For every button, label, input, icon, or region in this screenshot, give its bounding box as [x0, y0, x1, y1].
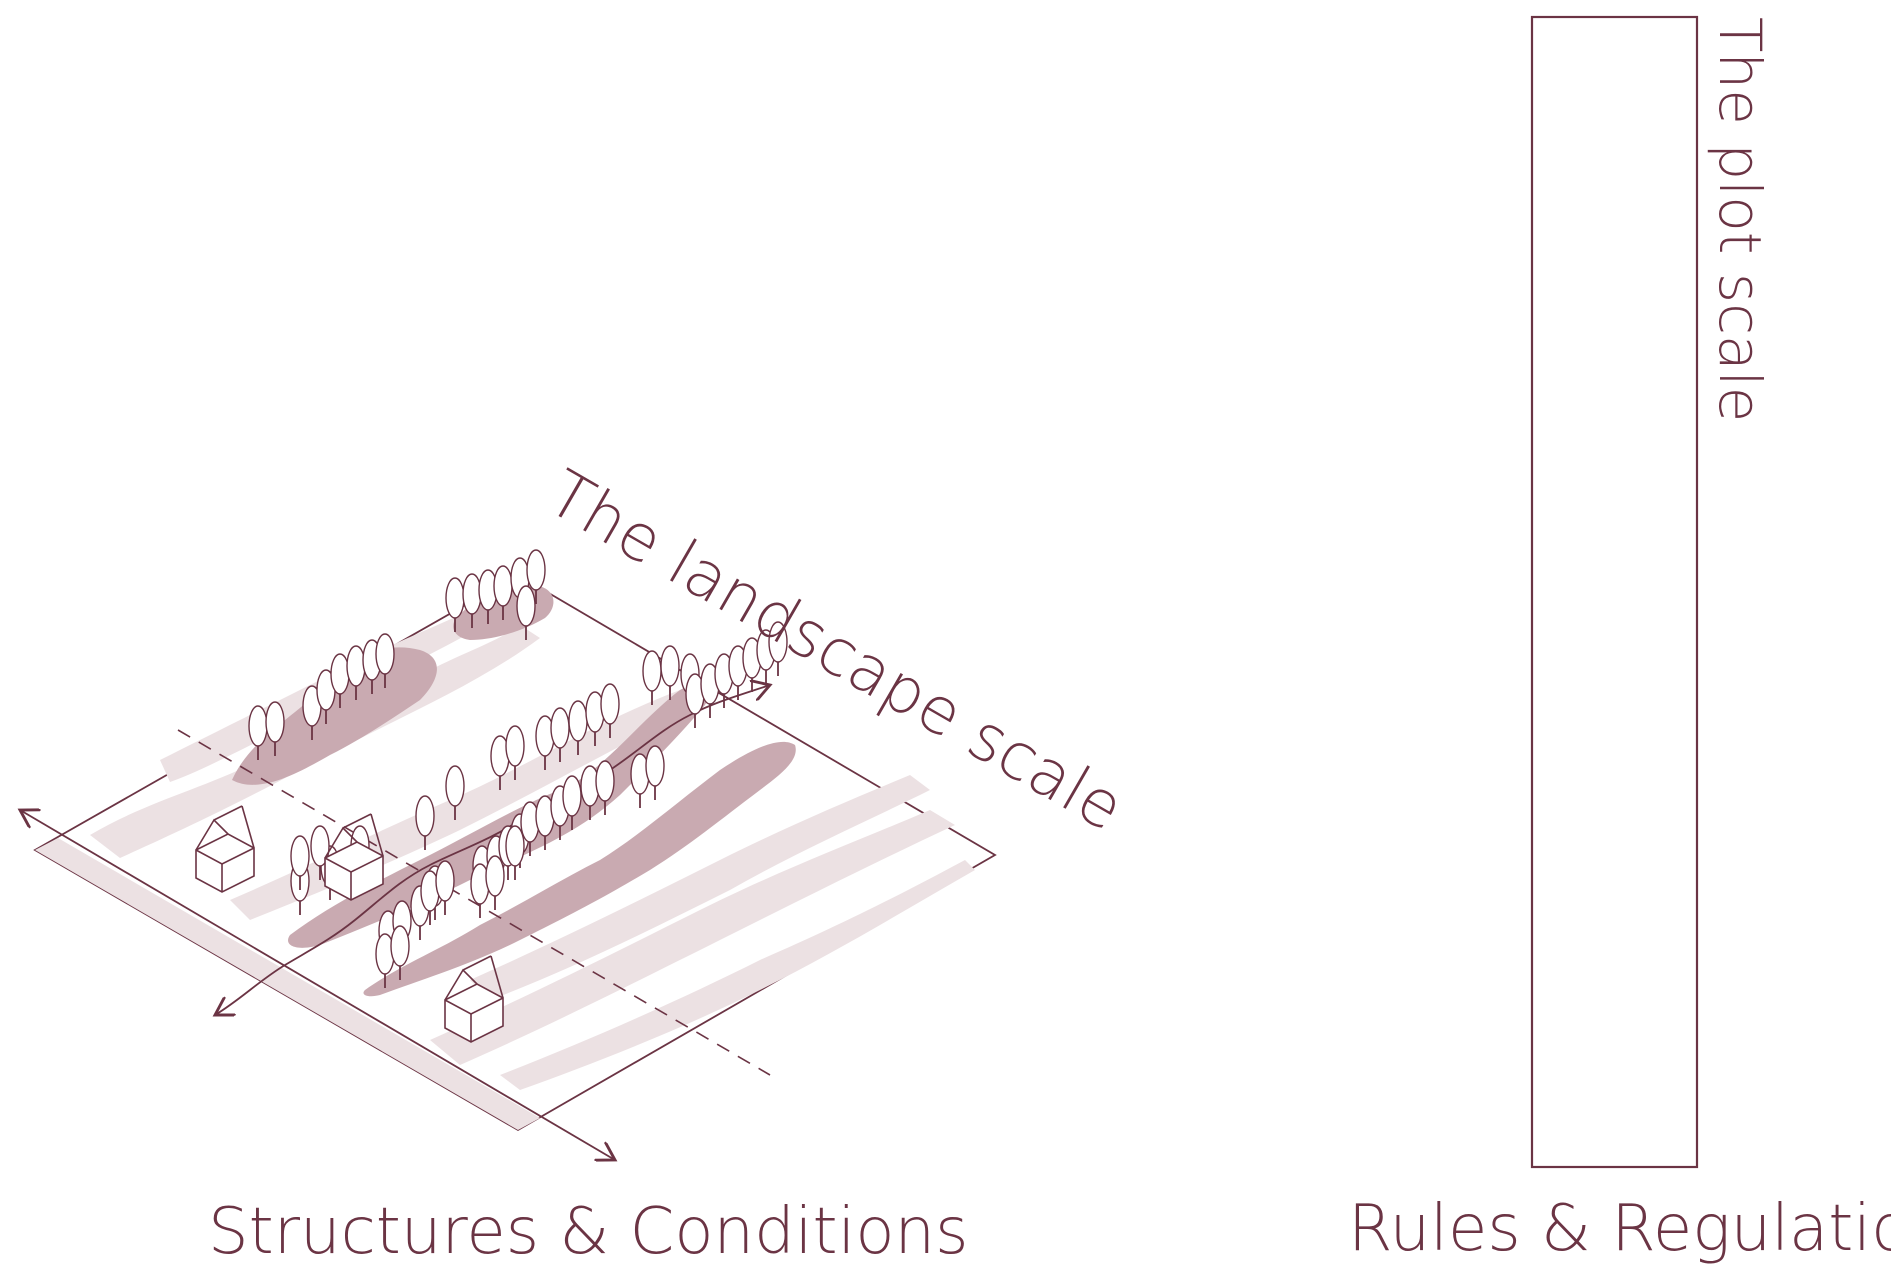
plot-diagram: The plot scale: [1532, 17, 1774, 1167]
caption-structures-conditions: Structures & Conditions: [208, 1195, 968, 1266]
plot-scale-label: The plot scale: [1706, 17, 1774, 422]
plot-rectangle: [1532, 17, 1697, 1167]
caption-rules-regulations: Rules & Regulations: [1348, 1192, 1891, 1266]
landscape-diagram: The landscape scale: [20, 457, 1135, 1160]
